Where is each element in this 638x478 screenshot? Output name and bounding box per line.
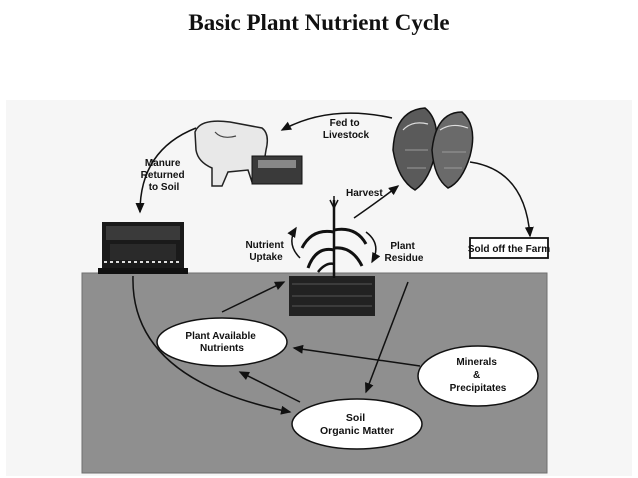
fed-to-livestock-label: Fed to Livestock (323, 118, 370, 141)
uptake-curl (287, 226, 301, 259)
minerals-ellipse (417, 345, 539, 407)
harvest-label: Harvest (346, 188, 383, 199)
organic-to-available-arrow (238, 371, 301, 403)
fed-to-livestock-arrow (280, 112, 393, 131)
uptake-line (221, 281, 286, 313)
manure-to-soil-arrow (132, 275, 292, 415)
soil-organic-label: Soil Organic Matter (320, 412, 394, 437)
corn-ears-icon (392, 107, 474, 191)
sold-off-farm-box (469, 237, 549, 259)
corn-plant-icon (289, 196, 375, 316)
sold-off-farm-label: Sold off the Farm (468, 244, 550, 255)
nutrient-uptake-label: Nutrient Uptake (245, 240, 286, 263)
manure-pile-icon (98, 222, 188, 274)
diagram-title: Basic Plant Nutrient Cycle (188, 10, 450, 35)
plant-available-label: Plant Available Nutrients (185, 331, 258, 354)
residue-line (365, 281, 409, 394)
minerals-label: Minerals & Precipitates (450, 357, 507, 394)
plant-available-ellipse (156, 317, 288, 367)
cow-icon (194, 120, 303, 187)
harvest-arrow (353, 185, 400, 219)
sold-off-arrow (469, 161, 534, 238)
soil-organic-ellipse (291, 398, 423, 450)
manure-arrow (135, 127, 197, 214)
minerals-to-available-arrow (292, 344, 421, 367)
residue-curl (365, 231, 381, 264)
manure-returned-label: Manure Returned to Soil (141, 158, 188, 193)
plant-residue-label: Plant Residue (385, 241, 424, 264)
